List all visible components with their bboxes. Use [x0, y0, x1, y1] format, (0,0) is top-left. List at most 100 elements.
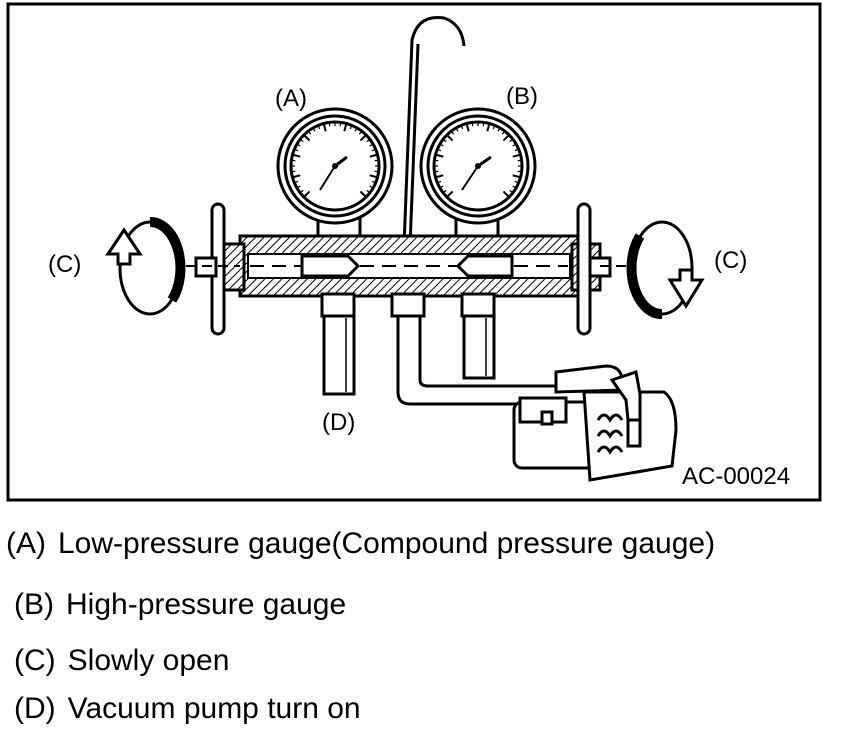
center-hose — [396, 316, 556, 406]
left-valve-handwheel — [186, 202, 240, 336]
right-valve-handwheel — [576, 202, 632, 336]
gauge-tick — [465, 123, 470, 132]
gauge-tick — [514, 148, 519, 152]
gauge-tick — [512, 143, 517, 147]
gauge-tick — [450, 130, 455, 135]
rotate-open-arrow-right — [626, 220, 705, 320]
legend-item-c: (C) Slowly open — [14, 644, 229, 678]
gauge-tick — [307, 130, 312, 135]
gauge-tick — [437, 180, 442, 184]
gauge-tick — [296, 185, 301, 189]
manifold-body — [214, 234, 602, 318]
legend-text: High-pressure gauge — [66, 588, 347, 621]
gauge-tick — [292, 153, 301, 158]
gauge-tick — [359, 134, 367, 142]
gauge-tick — [509, 138, 514, 143]
gauge-tick — [512, 185, 517, 189]
gauge-tick — [442, 189, 447, 194]
gauge-tick — [303, 134, 311, 142]
gauge-tick — [374, 170, 379, 173]
gauge-tick — [354, 127, 358, 132]
legend-text: Low-pressure gauge(Compound pressure gau… — [58, 527, 716, 560]
gauge-tick — [294, 180, 299, 184]
gauge-tick — [446, 134, 454, 142]
gauge-tick — [434, 159, 439, 162]
gauge-tick — [512, 174, 521, 179]
callout-c-left: (C) — [48, 251, 81, 278]
gauge-tick — [292, 174, 301, 179]
hose-hook — [402, 15, 466, 247]
gauge-tick — [296, 143, 301, 147]
callout-d: (D) — [322, 409, 355, 436]
gauge-tick — [446, 190, 454, 198]
gauge-tick — [439, 185, 444, 189]
gauge-tick — [434, 170, 439, 173]
low-side-hose — [322, 314, 356, 396]
gauge-tick — [291, 170, 296, 173]
legend-item-a: (A) Low-pressure gauge(Compound pressure … — [6, 527, 715, 561]
gauge-tick — [339, 122, 342, 127]
gauge-tick — [369, 153, 378, 158]
gauge-tick — [439, 143, 444, 147]
vacuum-pump — [512, 364, 678, 482]
legend-key: (C) — [14, 644, 56, 677]
legend-item-b: (B) High-pressure gauge — [14, 588, 346, 622]
gauge-tick — [437, 148, 442, 152]
gauge-tick — [492, 125, 496, 130]
callout-b: (B) — [506, 83, 538, 110]
gauge-tick — [497, 127, 501, 132]
legend-key: (A) — [6, 527, 46, 560]
gauge-tick — [369, 185, 374, 189]
gauge-tick — [299, 189, 304, 194]
gauge-tick — [358, 130, 363, 135]
gauge-tick — [374, 159, 379, 162]
gauge-tick — [502, 190, 510, 198]
gauge-tick — [512, 153, 521, 158]
legend-text: Vacuum pump turn on — [67, 692, 361, 725]
low-pressure-gauge — [276, 107, 394, 246]
gauge-tick — [517, 159, 522, 162]
gauge-tick — [299, 138, 304, 143]
gauge-tick — [460, 125, 464, 130]
gauge-tick — [291, 159, 296, 162]
gauge-tick — [369, 174, 378, 179]
legend-text: Slowly open — [67, 644, 230, 677]
gauge-tick — [303, 190, 311, 198]
figure-code: AC-00024 — [682, 463, 790, 490]
gauge-tick — [501, 130, 506, 135]
gauge-tick — [514, 180, 519, 184]
gauge-tick — [486, 123, 491, 132]
gauge-tick — [294, 148, 299, 152]
gauge-tick — [509, 189, 514, 194]
gauge-tick — [343, 123, 348, 132]
legend-key: (B) — [14, 588, 54, 621]
gauge-tick — [366, 138, 371, 143]
callout-c-right: (C) — [714, 247, 747, 274]
gauge-tick — [359, 190, 367, 198]
gauge-tick — [369, 143, 374, 147]
gauge-tick — [371, 180, 376, 184]
rotate-open-arrow-left — [105, 216, 186, 316]
gauge-tick — [312, 127, 316, 132]
gauge-tick — [435, 174, 444, 179]
gauge-tick — [517, 170, 522, 173]
gauge-tick — [371, 148, 376, 152]
gauge-tick — [455, 127, 459, 132]
gauge-tick — [322, 123, 327, 132]
figure-frame — [6, 2, 822, 502]
high-side-hose — [462, 314, 496, 380]
gauge-tick — [471, 122, 474, 127]
legend-item-d: (D) Vacuum pump turn on — [14, 692, 361, 726]
high-pressure-gauge — [419, 107, 537, 246]
gauge-tick — [482, 122, 485, 127]
gauge-tick — [349, 125, 353, 130]
gauge-tick — [328, 122, 331, 127]
callout-a: (A) — [275, 85, 307, 112]
gauge-tick — [435, 153, 444, 158]
legend-key: (D) — [14, 692, 56, 725]
gauge-tick — [502, 134, 510, 142]
gauge-tick — [442, 138, 447, 143]
gauge-tick — [317, 125, 321, 130]
gauge-tick — [366, 189, 371, 194]
